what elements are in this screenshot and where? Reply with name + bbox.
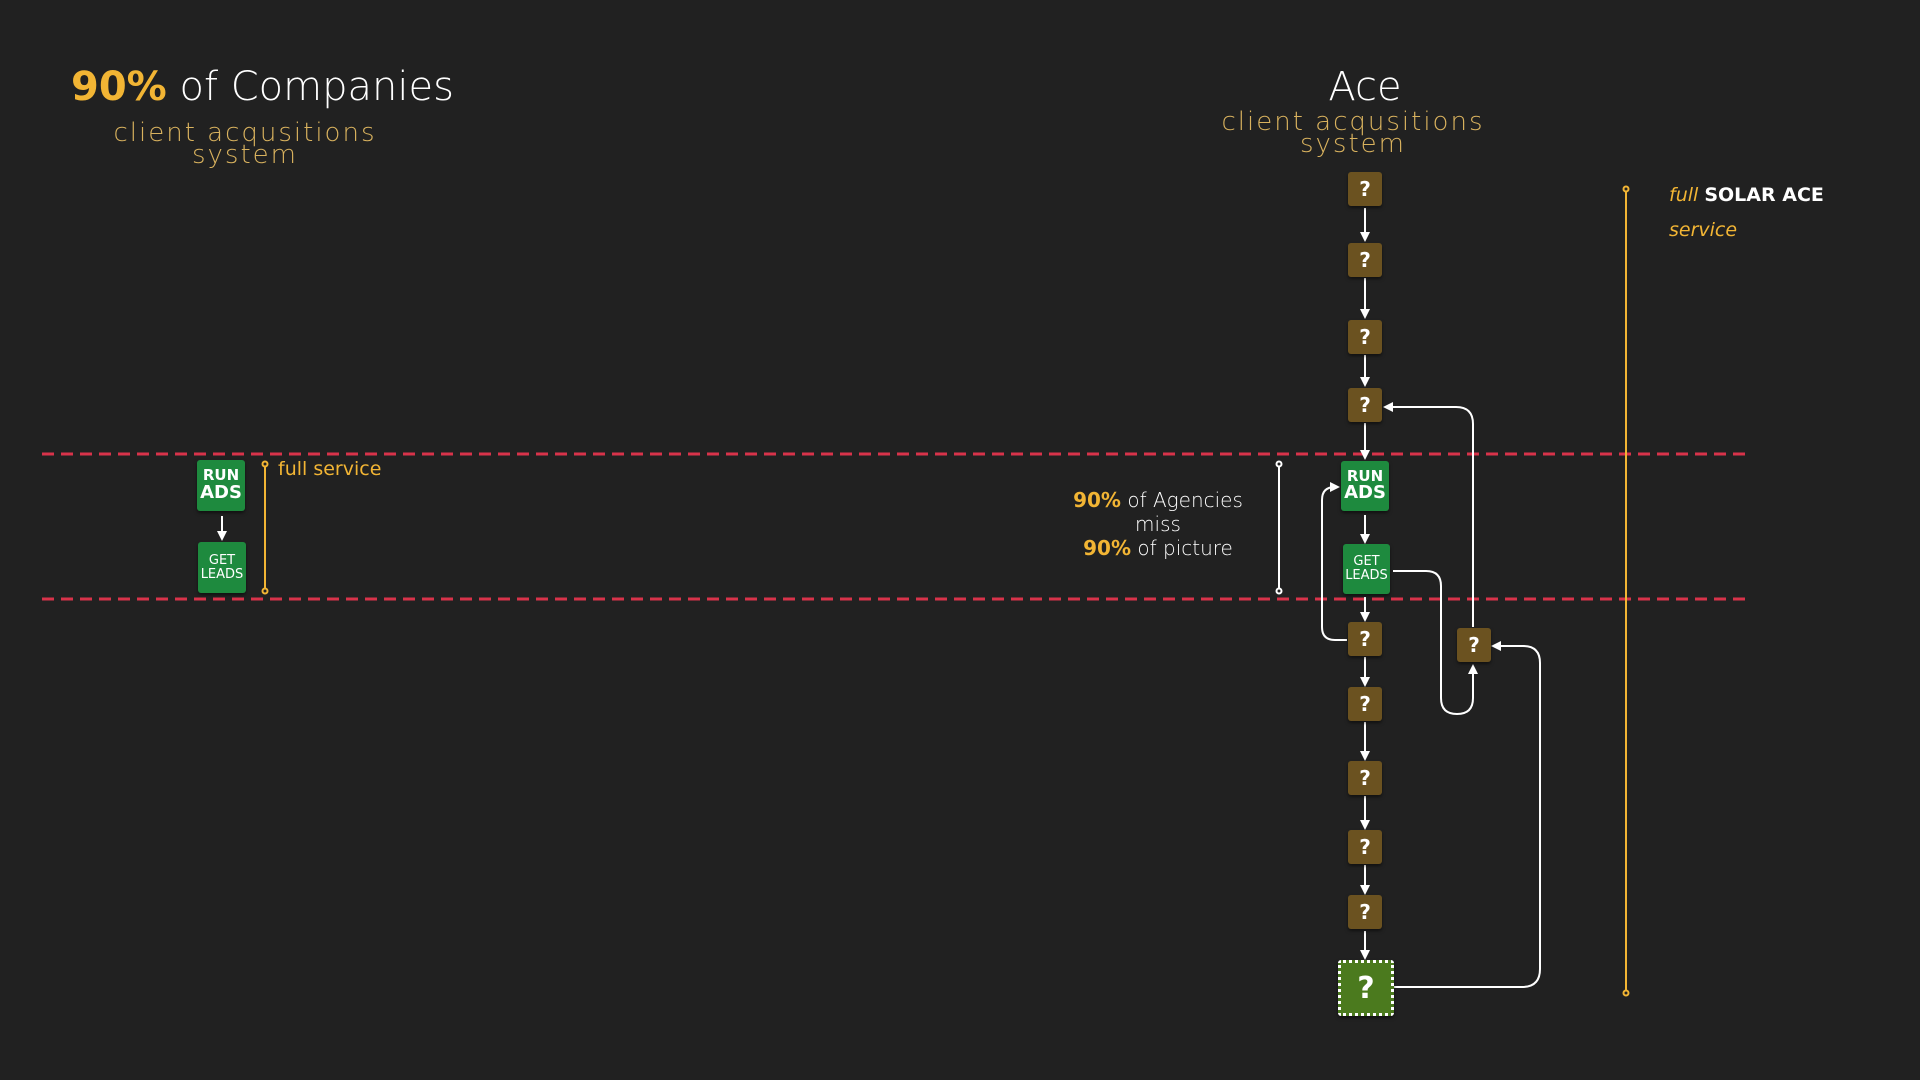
- unknown-step-5: ?: [1348, 622, 1382, 656]
- left-title-highlight: 90%: [71, 64, 167, 110]
- unknown-step-4: ?: [1348, 388, 1382, 422]
- annotation-percent-2: 90%: [1083, 536, 1131, 560]
- ace-subtitle-line1: client acqusitions: [1221, 107, 1485, 137]
- ace-title: Ace: [1328, 64, 1402, 110]
- get-label: GET: [1353, 554, 1380, 570]
- ads-label: ADS: [1344, 482, 1386, 504]
- column-arrows: [1321, 208, 1541, 988]
- scope-service-label: service: [1669, 219, 1738, 241]
- run-label: RUN: [1346, 466, 1384, 485]
- unknown-step-3: ?: [1348, 320, 1382, 354]
- leads-label: LEADS: [1345, 568, 1388, 583]
- scope-full-label: full: [1669, 184, 1699, 206]
- unknown-final-step: ?: [1338, 960, 1394, 1016]
- get-label: GET: [208, 552, 236, 568]
- unknown-step-6: ?: [1348, 687, 1382, 721]
- unknown-side-step: ?: [1457, 628, 1491, 662]
- left-subtitle-line2: system: [192, 140, 298, 170]
- unknown-step-9: ?: [1348, 895, 1382, 929]
- annotation-line3: of picture: [1137, 536, 1233, 560]
- unknown-step-8: ?: [1348, 830, 1382, 864]
- left-subtitle: client acqusitions system: [95, 118, 395, 170]
- left-title: 90% of Companies: [71, 64, 454, 110]
- full-service-scope-line: [1622, 185, 1630, 997]
- annotation-line2: miss: [1135, 512, 1181, 536]
- annotation-line1: of Agencies: [1127, 488, 1243, 512]
- solar-ace-scope-label: full SOLAR ACE: [1669, 184, 1824, 206]
- unknown-step-1: ?: [1348, 172, 1382, 206]
- agencies-bracket: [1275, 460, 1283, 595]
- left-full-service-label: full service: [278, 458, 382, 480]
- unknown-step-7: ?: [1348, 761, 1382, 795]
- left-title-rest: of Companies: [179, 64, 454, 110]
- ads-label: ADS: [200, 481, 242, 503]
- left-subtitle-line1: client acqusitions: [113, 118, 377, 148]
- left-service-bracket: [261, 460, 269, 595]
- leads-label: LEADS: [200, 566, 244, 582]
- annotation-percent-1: 90%: [1073, 488, 1121, 512]
- unknown-step-2: ?: [1348, 243, 1382, 277]
- agencies-annotation: 90% of Agencies miss 90% of picture: [1058, 488, 1258, 560]
- ace-subtitle: client acqusitions system: [1203, 107, 1503, 159]
- scope-solar-ace-label: SOLAR ACE: [1704, 184, 1824, 206]
- ace-subtitle-line2: system: [1300, 129, 1406, 159]
- run-label: RUN: [202, 466, 240, 485]
